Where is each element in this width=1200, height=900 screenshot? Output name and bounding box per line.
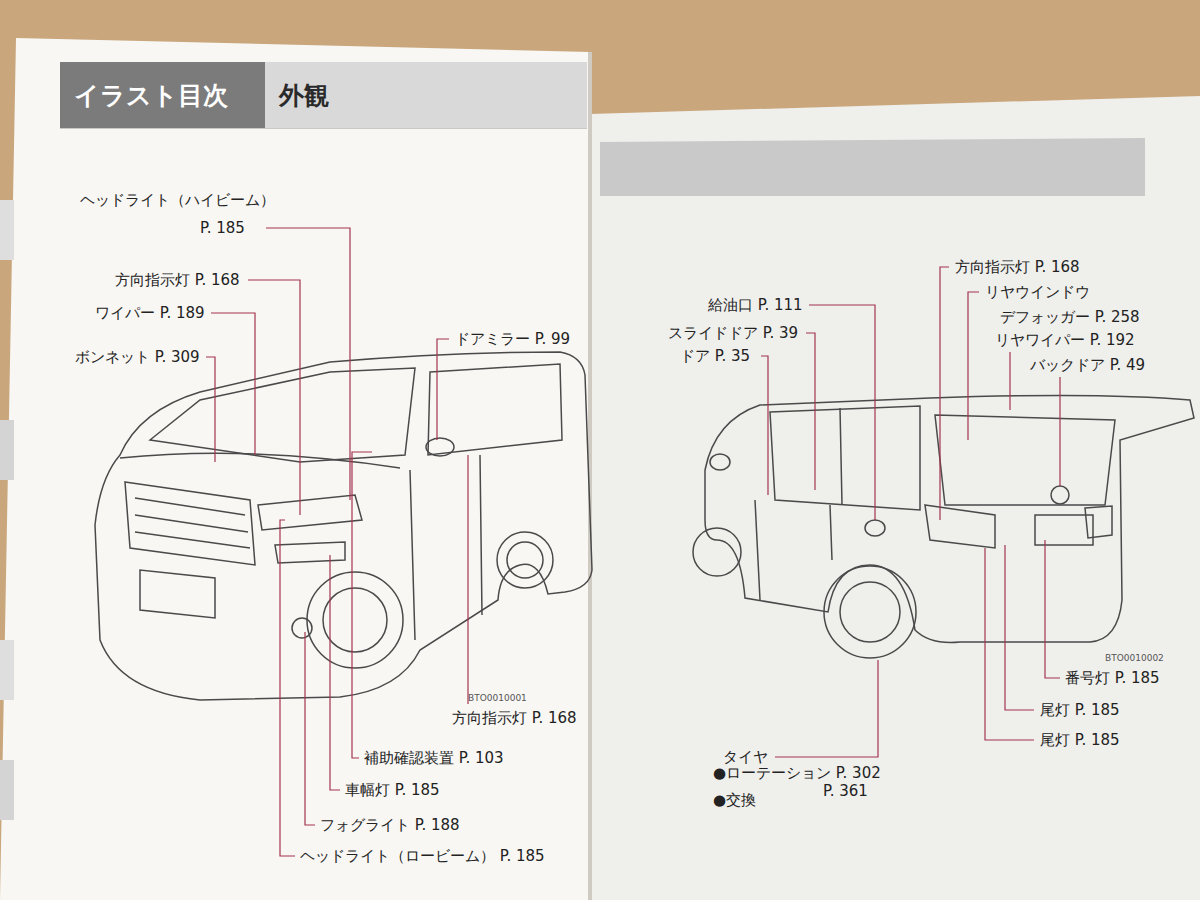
leader-line: [985, 548, 1034, 740]
leader-line: [330, 555, 340, 790]
leader-line: [968, 292, 979, 440]
callout-label: ドア P. 35: [680, 346, 750, 366]
leader-line: [248, 280, 300, 515]
leader-line: [1009, 352, 1010, 410]
callout-label: 補助確認装置 P. 103: [364, 748, 504, 768]
leader-line: [211, 313, 255, 455]
leader-line: [775, 660, 878, 757]
leader-line: [352, 452, 372, 758]
callout-label: 番号灯 P. 185: [1065, 668, 1160, 688]
callout-label: ヘッドライト（ロービーム） P. 185: [300, 846, 545, 866]
leader-line: [1045, 540, 1060, 678]
figure-code: BTO0010002: [1105, 648, 1164, 668]
callout-label: ●ローテーション P. 302: [713, 763, 881, 783]
front-wheel: [307, 572, 403, 668]
door-lines: [410, 455, 482, 640]
front-wheel: [693, 528, 741, 576]
leader-line: [809, 305, 875, 520]
front-rim: [323, 588, 387, 652]
page-tab: [0, 420, 14, 480]
plate: [140, 570, 215, 618]
rear-rim: [507, 542, 543, 578]
callout-label: スライドドア P. 39: [668, 323, 798, 343]
callout-label: ワイパー P. 189: [95, 303, 205, 323]
callout-label: P. 185: [200, 218, 245, 238]
emblem: [1051, 486, 1069, 504]
side-window: [428, 364, 562, 455]
callout-label: 尾灯 P. 185: [1040, 700, 1120, 720]
callout-label: 給油口 P. 111: [708, 295, 803, 315]
rear-rim: [840, 582, 900, 642]
grille-bars: [135, 498, 250, 548]
side-lamp: [275, 542, 345, 563]
callout-label: リヤワイパー P. 192: [995, 330, 1135, 350]
leader-line: [206, 357, 215, 462]
right-page: [590, 96, 1200, 900]
callout-label: ヘッドライト（ハイビーム）: [80, 190, 275, 210]
plate: [1035, 515, 1093, 545]
fuel-lid: [865, 520, 885, 536]
figure-code: BTO0010001: [468, 688, 527, 708]
tail-lamp: [1085, 506, 1112, 538]
callout-label: リヤウインドウ: [985, 282, 1090, 302]
body-outline: [95, 352, 592, 700]
page-tab: [0, 200, 14, 260]
headlamp: [258, 495, 362, 530]
leader-line: [437, 339, 449, 440]
window-pillar: [840, 408, 842, 505]
header-tab: 外観: [265, 62, 587, 128]
section-heading: 外観: [265, 79, 329, 112]
hood-line: [120, 453, 400, 468]
leader-line: [280, 520, 295, 856]
callout-label: 方向指示灯 P. 168: [115, 270, 240, 290]
front-van: [95, 352, 592, 700]
callout-label: 尾灯 P. 185: [1040, 730, 1120, 750]
door-mirror: [710, 454, 730, 470]
leader-line: [305, 632, 315, 825]
callout-label: 方向指示灯 P. 168: [955, 257, 1080, 277]
grille: [125, 482, 255, 565]
left-page: [0, 38, 590, 900]
header-band: [600, 138, 1145, 196]
callout-label: バックドア P. 49: [1030, 355, 1145, 375]
page-tab: [0, 760, 14, 820]
leader-line: [1059, 377, 1060, 486]
callout-label: P. 361: [823, 781, 868, 801]
callout-label: ボンネット P. 309: [75, 347, 200, 367]
door-mirror: [426, 438, 454, 456]
tail-lamp: [925, 505, 995, 548]
side-window: [770, 406, 920, 510]
leader-line: [266, 228, 350, 500]
leader-line: [1005, 545, 1034, 710]
leader-line: [467, 455, 468, 704]
page-tab: [0, 640, 14, 700]
door-lines: [755, 500, 832, 600]
rear-wheel: [824, 566, 916, 658]
callout-label: ●交換: [713, 790, 756, 810]
callout-label: 方向指示灯 P. 168: [452, 708, 577, 728]
section-heading: イラスト目次: [60, 79, 228, 112]
leader-line: [806, 333, 815, 490]
rear-wheel: [497, 532, 553, 588]
leader-line: [761, 356, 768, 495]
leader-line: [940, 267, 949, 520]
body-outline: [705, 395, 1194, 642]
callout-label: デフォッガー P. 258: [1000, 307, 1140, 327]
leader-lines: [206, 228, 1060, 856]
callout-label: 車幅灯 P. 185: [345, 780, 440, 800]
rear-window: [935, 415, 1115, 505]
callout-label: ドアミラー P. 99: [455, 329, 570, 349]
callout-label: フォグライト P. 188: [320, 815, 460, 835]
windshield: [150, 368, 415, 462]
header-tab: イラスト目次: [60, 62, 265, 128]
